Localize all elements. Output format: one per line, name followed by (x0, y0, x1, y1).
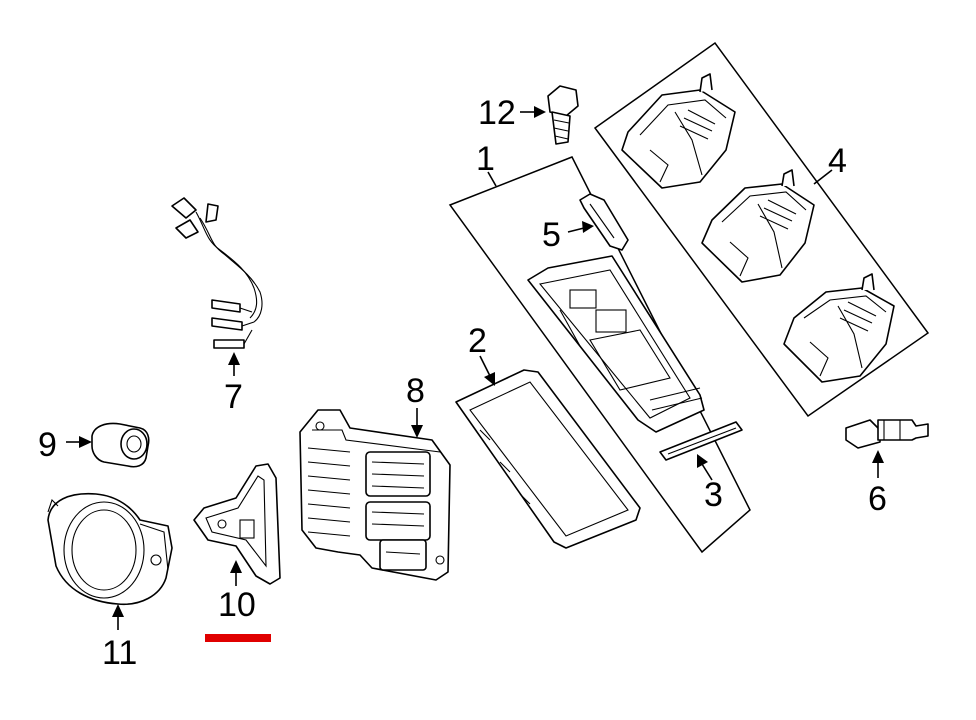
callout-1[interactable]: 1 (476, 140, 495, 178)
leader-1 (487, 171, 497, 187)
callout-11[interactable]: 11 (102, 634, 137, 672)
leader-5 (567, 221, 594, 233)
group-frame-4 (593, 41, 930, 418)
leader-4 (813, 169, 833, 185)
ignition-coil-2 (701, 169, 815, 283)
leader-8 (411, 408, 423, 438)
selected-part-highlight (205, 634, 271, 642)
part-6-sensor[interactable] (845, 419, 929, 449)
leader-9 (66, 436, 92, 448)
leader-7 (228, 352, 240, 376)
leader-11 (112, 604, 124, 630)
leader-6 (872, 450, 884, 478)
part-4-ignition-coils[interactable] (621, 73, 895, 383)
ignition-coil-3 (783, 273, 895, 383)
part-1-control-module[interactable] (527, 255, 705, 433)
part-12-bolt[interactable] (547, 85, 579, 145)
callout-7[interactable]: 7 (224, 378, 243, 416)
callout-4[interactable]: 4 (828, 142, 847, 180)
part-7-wiring-harness[interactable] (171, 197, 263, 349)
part-3-seal[interactable] (659, 421, 743, 461)
leader-10 (230, 560, 242, 586)
callout-5[interactable]: 5 (542, 216, 561, 254)
callout-2[interactable]: 2 (468, 322, 487, 360)
callout-10[interactable]: 10 (218, 586, 256, 624)
callout-8[interactable]: 8 (406, 372, 425, 410)
group-frame-1 (448, 156, 751, 554)
part-9-plug[interactable] (91, 422, 150, 468)
ignition-coil-1 (621, 73, 736, 189)
callout-6[interactable]: 6 (868, 480, 887, 518)
leader-3 (697, 454, 713, 481)
callout-9[interactable]: 9 (38, 426, 57, 464)
part-8-ecm-module[interactable] (299, 409, 451, 581)
part-11-ring-bracket[interactable] (47, 492, 173, 605)
callout-3[interactable]: 3 (704, 476, 723, 514)
part-5-clip[interactable] (579, 193, 629, 251)
leader-12 (520, 106, 546, 118)
part-10-bracket[interactable] (193, 463, 281, 585)
leader-2 (479, 355, 495, 386)
part-2-cover[interactable] (455, 369, 641, 549)
callout-12[interactable]: 12 (478, 94, 516, 132)
